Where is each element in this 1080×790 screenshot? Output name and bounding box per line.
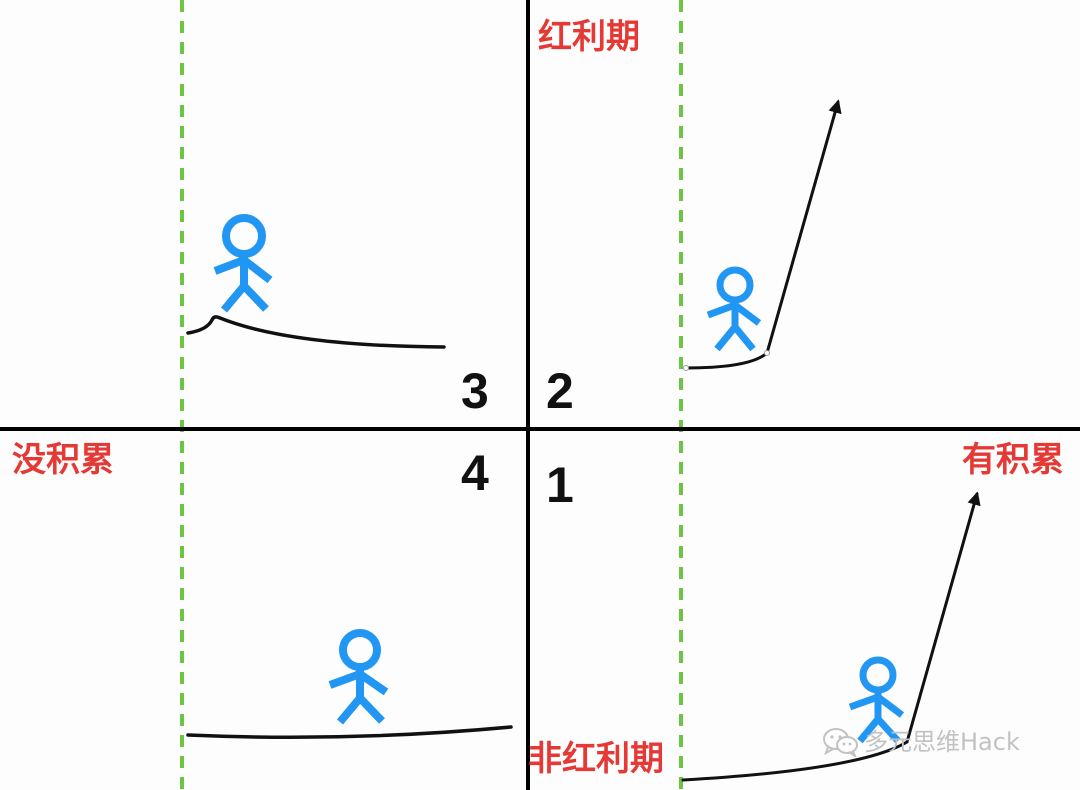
watermark: 多元思维Hack [822,727,1020,757]
stick-figure-icon [328,629,389,725]
quadrant-4-path [186,725,513,739]
stick-figure-icon [213,214,273,313]
quadrant-2-path [684,99,842,370]
left-axis-label: 没积累 [12,440,114,480]
quadrant-3-path [186,315,446,349]
quadrant-number: 4 [461,445,489,501]
quadrant-number: 3 [461,363,489,419]
watermark-text: 多元思维Hack [864,728,1020,756]
wechat-icon [823,728,858,757]
quadrant-number: 1 [546,457,574,513]
stick-figure-icon [848,656,905,744]
bottom-axis-label: 非红利期 [528,739,664,779]
stick-figure-icon [706,266,762,352]
quadrant-1-path [681,491,981,782]
quadrant-number: 2 [546,363,574,419]
top-axis-label: 红利期 [538,17,640,57]
right-axis-label: 有积累 [962,440,1064,480]
